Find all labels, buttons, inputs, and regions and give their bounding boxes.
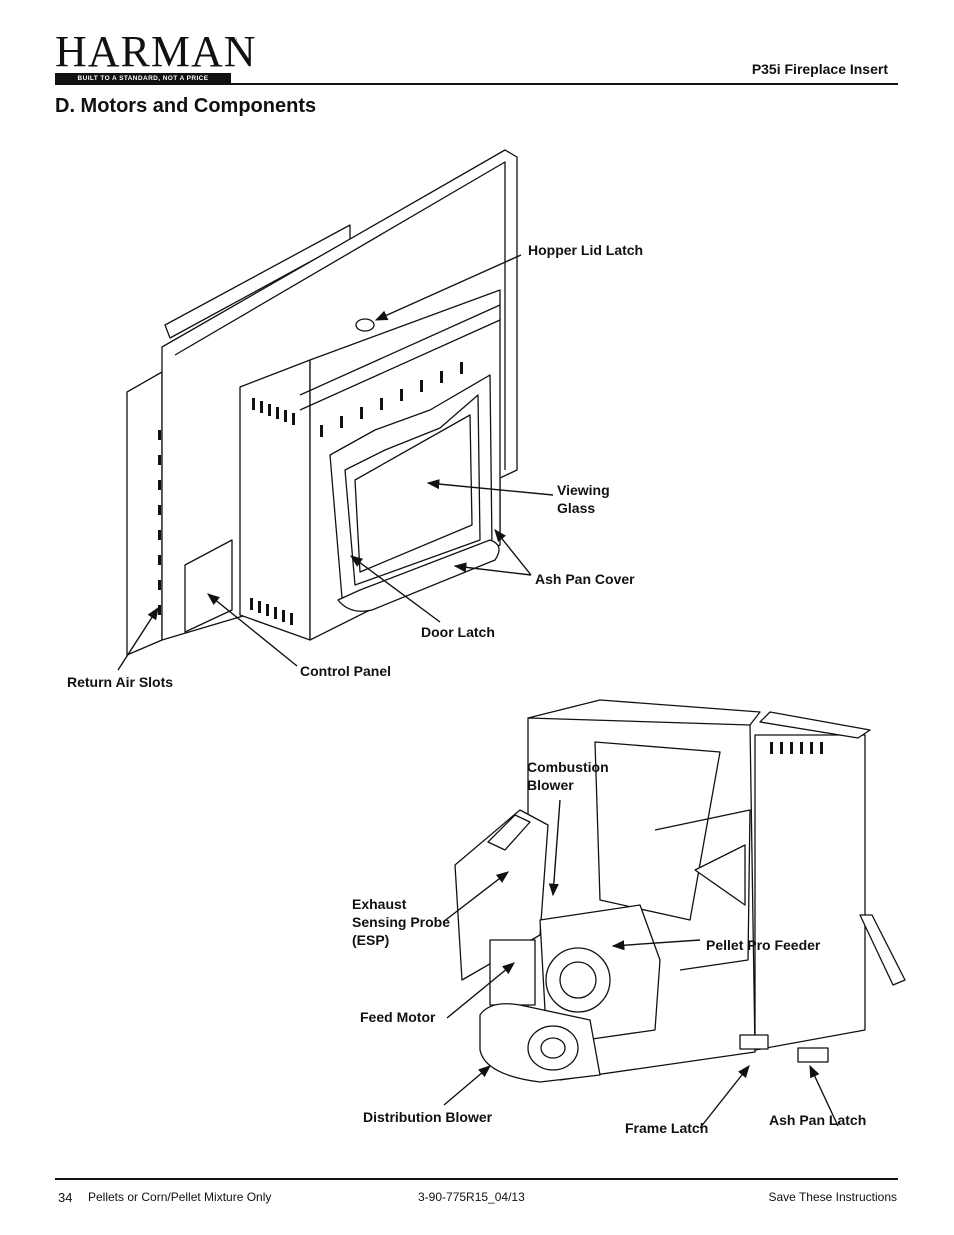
hopper-latch-knob: [355, 318, 375, 332]
label-feed-motor: Feed Motor: [360, 1009, 436, 1025]
cabinet-right-side: [754, 734, 866, 1051]
logo-brand-text: HARMAN: [55, 27, 257, 76]
side-tool: [859, 914, 906, 986]
label-viewing-glass: Viewing Glass: [557, 482, 610, 516]
viewing-glass: [354, 414, 473, 573]
label-pellet-pro-feeder: Pellet Pro Feeder: [706, 937, 821, 953]
hopper-chute: [594, 741, 721, 921]
insert-illustration: [126, 149, 518, 656]
document-title: P35i Fireplace Insert: [751, 61, 888, 77]
side-vent-slots: [770, 742, 823, 754]
footer-divider: [55, 1178, 898, 1180]
logo-wordmark: HARMAN: [55, 30, 257, 74]
document-code: 3-90-775R15_04/13: [418, 1190, 525, 1204]
section-title: D. Motors and Components: [55, 95, 317, 117]
surround-edge: [174, 161, 506, 470]
control-box: [454, 809, 549, 981]
harman-logo: HARMAN ® BUILT TO A STANDARD, NOT A PRIC…: [55, 30, 256, 86]
label-ash-pan-latch: Ash Pan Latch: [769, 1112, 867, 1128]
label-distribution-blower: Distribution Blower: [363, 1109, 493, 1125]
registered-mark: ®: [231, 36, 237, 45]
label-exhaust-sensing-probe: Exhaust Sensing Probe (ESP): [352, 896, 451, 948]
frame-latch: [739, 1034, 769, 1050]
header-divider: [55, 83, 898, 85]
footer-note: Pellets or Corn/Pellet Mixture Only: [88, 1190, 272, 1204]
label-door-latch: Door Latch: [421, 624, 495, 640]
top-leader-lines: [117, 254, 554, 671]
bottom-leader-lines: [442, 799, 839, 1129]
internals-illustration: [454, 699, 906, 1083]
return-air-slot-marks: [158, 430, 161, 615]
control-panel-box: [184, 539, 233, 633]
label-ash-pan-cover: Ash Pan Cover: [535, 571, 635, 587]
ash-pan-lip: [337, 539, 500, 612]
ash-pan-latch: [797, 1047, 829, 1063]
label-return-air-slots: Return Air Slots: [67, 674, 174, 690]
logo-tagline-bar: [55, 73, 231, 84]
label-combustion-blower: Combustion Blower: [527, 759, 609, 793]
logo-tagline: BUILT TO A STANDARD, NOT A PRICE: [77, 75, 209, 82]
bottom-vent-slots: [250, 598, 293, 625]
label-frame-latch: Frame Latch: [625, 1120, 709, 1136]
page-number: 34: [58, 1190, 73, 1205]
footer-save-instructions: Save These Instructions: [768, 1190, 897, 1204]
rear-panel: [126, 371, 163, 656]
label-hopper-lid-latch: Hopper Lid Latch: [528, 242, 644, 258]
label-control-panel: Control Panel: [300, 663, 392, 679]
feed-motor-box: [489, 939, 536, 1006]
top-vent-slots: [252, 362, 463, 437]
